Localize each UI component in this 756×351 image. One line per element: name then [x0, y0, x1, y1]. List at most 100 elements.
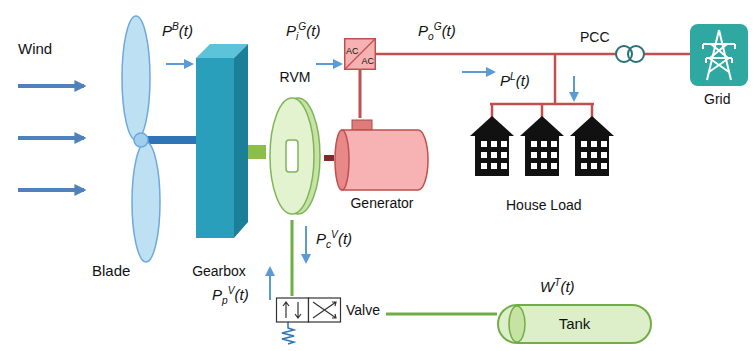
- node-text: Tank: [559, 315, 591, 332]
- gearbox-outline: [190, 40, 248, 282]
- superscript: B: [172, 21, 179, 32]
- node-text: Valve: [346, 302, 380, 318]
- power-line: [376, 54, 690, 118]
- text-holder: PCC: [580, 28, 610, 46]
- generator-shaft: [324, 155, 334, 161]
- blade: [122, 16, 160, 262]
- text-holder: AC: [361, 50, 374, 68]
- valve-outline: [283, 302, 301, 318]
- power-arrow: [573, 76, 575, 100]
- valve-outline: [309, 298, 341, 322]
- part-label: Grid: [704, 91, 730, 107]
- house-icon: [529, 140, 557, 171]
- rvm-wheel-outline: [286, 140, 298, 172]
- text-holder: Valve: [346, 301, 380, 319]
- house-icon: [579, 140, 607, 171]
- text-holder: House Load: [506, 196, 582, 214]
- grid-icon: [690, 24, 748, 86]
- tank-outline: [509, 306, 525, 342]
- house-icon: [470, 116, 514, 136]
- rvm-wheel: RVM: [266, 62, 324, 220]
- power-arrow: [269, 268, 271, 300]
- spring-symbol: [282, 322, 294, 344]
- text-holder: PoG(t): [418, 22, 456, 40]
- text-holder: PpV(t): [212, 286, 249, 304]
- superscript: L: [510, 71, 516, 82]
- spring-symbol: [282, 322, 294, 344]
- text-holder: Wind: [18, 40, 52, 58]
- oil-pipe: [291, 220, 294, 296]
- text-holder: PiG(t): [286, 22, 320, 40]
- node-label: PCC: [580, 29, 610, 45]
- part-label: Blade: [92, 262, 130, 279]
- text-holder: AC: [346, 40, 359, 58]
- power-label: PL(t): [500, 72, 530, 89]
- converter-box-outline: [345, 39, 375, 69]
- rotor-shaft: [146, 140, 196, 141]
- valve: Valve: [276, 296, 386, 324]
- drive-shaft: [248, 145, 266, 159]
- text-holder: Gearbox: [190, 262, 248, 280]
- house-icon: [520, 116, 564, 136]
- input-label: Wind: [18, 40, 52, 57]
- grid-icon: [709, 44, 729, 72]
- rvm-wheel-outline: [270, 98, 314, 214]
- text-holder: WT(t): [540, 278, 575, 296]
- power-line: [541, 104, 544, 118]
- power-arrow: [462, 71, 494, 73]
- node-text: Gearbox: [192, 263, 246, 279]
- rotor-shaft: [146, 136, 196, 144]
- superscript: V: [228, 285, 235, 296]
- part-label: House Load: [506, 197, 582, 213]
- power-arrow: [305, 226, 307, 262]
- rvm-wheel-outline: [266, 62, 324, 220]
- power-link: [359, 70, 362, 118]
- transformer-symbol: [616, 46, 644, 62]
- subscript: p: [222, 295, 228, 306]
- power-line: [554, 54, 557, 104]
- house-icon: [525, 136, 559, 176]
- valve-outline: [277, 298, 309, 322]
- grid-icon: [707, 30, 731, 80]
- subscript: o: [428, 31, 434, 42]
- power-line: [491, 104, 494, 118]
- power-line: [376, 53, 616, 56]
- storage-label: WT(t): [540, 278, 575, 295]
- power-label: PoG(t): [418, 22, 456, 39]
- text-holder: PcV(t): [316, 230, 352, 248]
- text-holder: Blade: [92, 262, 130, 280]
- gearbox: Gearbox: [190, 40, 248, 282]
- converter-box-outline: [345, 39, 376, 70]
- generator: Generator: [334, 118, 430, 214]
- text-holder: Tank: [497, 315, 652, 333]
- house-icon: [575, 136, 609, 176]
- house-icon: [570, 116, 614, 136]
- valve-outline: [313, 302, 336, 318]
- generator-outline: [335, 130, 349, 190]
- grid-icon: [703, 44, 735, 63]
- converter-box: ACAC: [344, 38, 376, 70]
- node-text: Generator: [350, 195, 413, 211]
- generator-outline: [342, 130, 428, 190]
- power-arrow: [166, 63, 192, 65]
- blade: [134, 133, 148, 147]
- power-line: [644, 53, 690, 56]
- transformer-symbol: [628, 46, 644, 62]
- node-text: RVM: [280, 69, 311, 85]
- blade: [122, 16, 150, 140]
- power-arrow: [316, 63, 341, 65]
- wind-arrow: [18, 86, 84, 190]
- superscript: V: [331, 229, 338, 240]
- grid-icon: [703, 30, 735, 80]
- gearbox-outline: [234, 44, 248, 238]
- power-label: PpV(t): [212, 286, 249, 303]
- house-icon: [475, 136, 509, 176]
- oil-pipe: [386, 313, 497, 316]
- text-holder: PB(t): [162, 22, 193, 40]
- power-line: [591, 104, 594, 118]
- text-holder: Generator: [334, 194, 430, 212]
- blade: [132, 142, 160, 262]
- gearbox-outline: [196, 58, 234, 238]
- superscript: T: [554, 277, 560, 288]
